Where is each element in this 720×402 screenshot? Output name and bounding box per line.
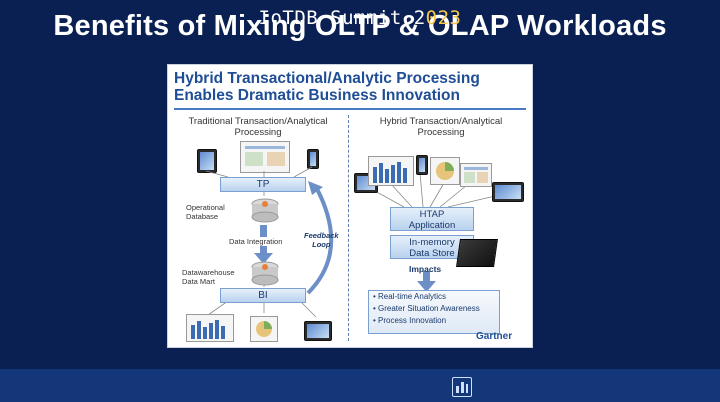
datawarehouse-db-icon	[251, 261, 279, 286]
footer-bar	[0, 369, 720, 402]
left-heading-line1: Traditional Transaction/Analytical	[188, 116, 328, 127]
iotdb-logo-icon	[452, 377, 472, 397]
impact-item: • Real-time Analytics	[373, 292, 447, 301]
operational-db-label: Operational Database	[186, 203, 225, 221]
right-connectors	[363, 172, 509, 292]
right-heading-line2: Processing	[417, 127, 465, 138]
impact-item: • Greater Situation Awareness	[373, 304, 480, 313]
feedback-line2: Loop	[312, 240, 331, 249]
right-bar-report-chart-icon	[373, 162, 407, 183]
datawarehouse-label: Datawarehouse Data Mart	[182, 268, 235, 286]
gartner-logo: Gartner	[476, 331, 513, 342]
data-integration-label: Data Integration	[228, 237, 284, 246]
footer-event-name: IoTDB Summit 2	[258, 7, 426, 29]
right-laptop-icon	[492, 182, 524, 202]
left-heading-line2: Processing	[234, 127, 282, 138]
operational-db-line2: Database	[186, 212, 219, 221]
slide-title: Benefits of Mixing OLTP & OLAP Workloads	[53, 10, 667, 42]
right-phone-icon	[416, 155, 428, 175]
operational-db-icon	[251, 198, 279, 223]
htap-application-box: HTAP Application	[390, 207, 474, 231]
column-divider	[348, 115, 349, 341]
impacts-label: Impacts	[409, 264, 442, 274]
iotdb-logo-mark	[456, 382, 468, 393]
dashboard-chart-icon	[245, 146, 285, 166]
right-dashboard-icon	[460, 163, 492, 187]
right-dashboard-chart-icon	[464, 167, 488, 183]
tp-box: TP	[220, 177, 306, 192]
feedback-line1: Feedback	[304, 231, 339, 240]
htap-line2: Application	[408, 220, 456, 231]
feedback-loop-label: Feedback Loop	[304, 231, 339, 249]
right-pie-report-icon	[430, 157, 460, 185]
pie-report-chart-icon	[256, 321, 272, 337]
figure-title-line1: Hybrid Transactional/Analytic Processing	[174, 70, 480, 87]
dashboard-icon	[240, 141, 290, 173]
operational-db-line1: Operational	[186, 203, 225, 212]
datawarehouse-line2: Data Mart	[182, 277, 215, 286]
figure-title: Hybrid Transactional/Analytic Processing…	[174, 70, 480, 104]
title-rule	[174, 108, 526, 110]
htap-figure: Hybrid Transactional/Analytic Processing…	[167, 64, 533, 348]
right-heading: Hybrid Transaction/Analytical Processing	[356, 116, 526, 138]
impact-item: • Process Innovation	[373, 316, 447, 325]
footer-event-title: IoTDB Summit 2023	[0, 7, 720, 29]
footer-year: 023	[425, 7, 462, 29]
figure-title-line2: Enables Dramatic Business Innovation	[174, 87, 460, 104]
bi-box: BI	[220, 288, 306, 303]
datawarehouse-line1: Datawarehouse	[182, 268, 235, 277]
right-heading-line1: Hybrid Transaction/Analytical	[379, 116, 503, 127]
right-bar-report-icon	[368, 156, 414, 186]
bar-report-chart-icon	[191, 320, 225, 339]
bar-report-icon	[186, 314, 234, 342]
inmem-line1: In-memory	[409, 237, 455, 248]
tablet-icon	[197, 149, 217, 173]
pie-report-icon	[250, 316, 278, 342]
left-connectors	[205, 166, 334, 318]
inmem-line2: Data Store	[409, 248, 455, 259]
server-appliance-icon	[456, 239, 498, 267]
right-pie-report-chart-icon	[436, 162, 454, 180]
htap-line1: HTAP	[419, 209, 445, 220]
phone-icon	[307, 149, 319, 169]
laptop-icon	[304, 321, 332, 341]
impacts-list: • Real-time Analytics • Greater Situatio…	[368, 290, 500, 334]
left-heading: Traditional Transaction/Analytical Proce…	[174, 116, 342, 138]
